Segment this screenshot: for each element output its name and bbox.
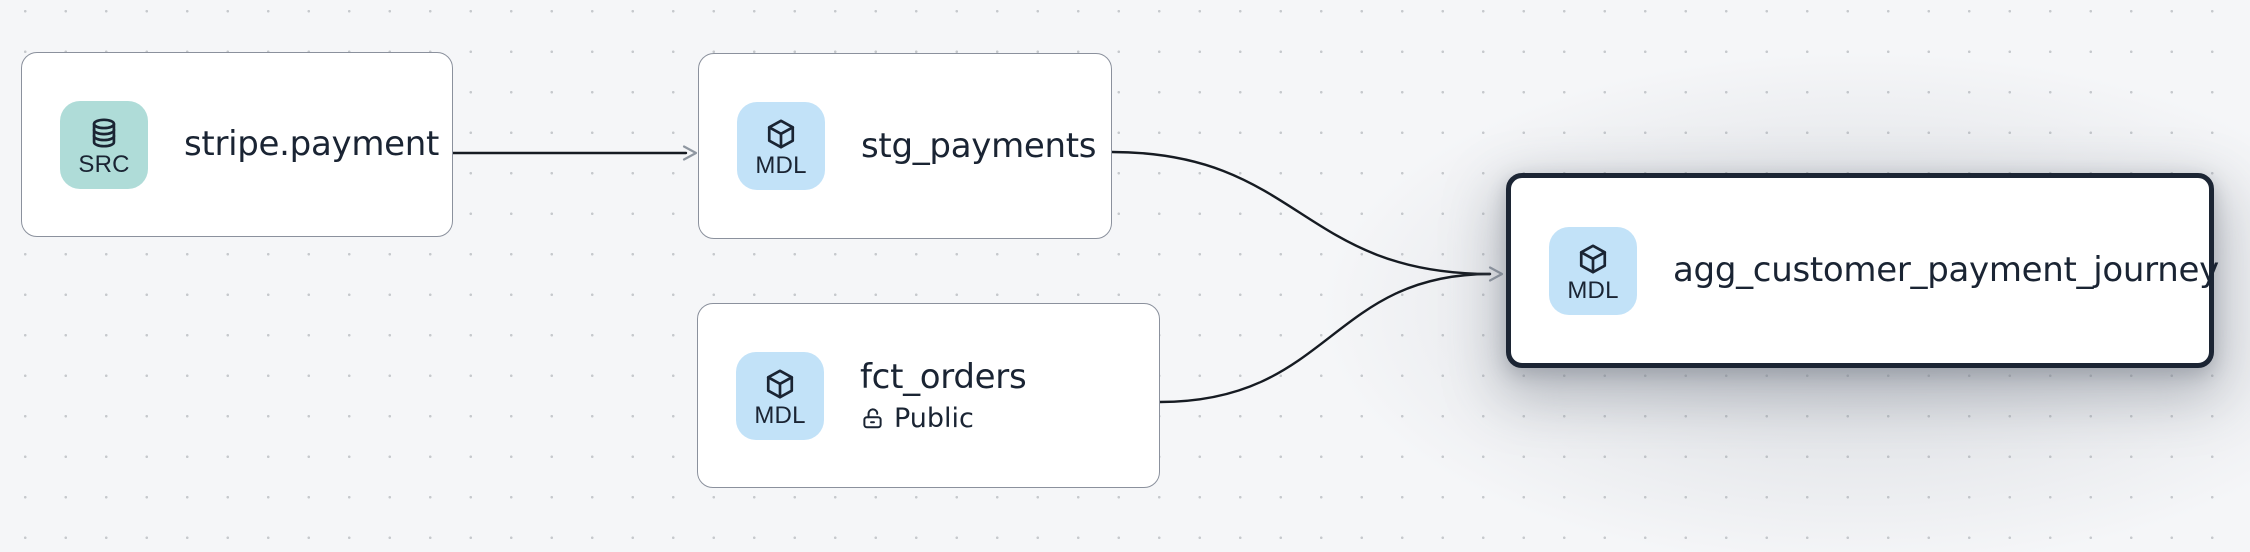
model-badge: MDL [736,351,824,440]
arrowhead-icon [1488,266,1504,282]
badge-label: MDL [754,401,806,429]
node-agg-customer-payment-journey[interactable]: MDL agg_customer_payment_journey [1506,173,2219,368]
cube-icon [767,119,795,149]
access-label: Public [860,404,1026,434]
access-text: Public [894,403,974,435]
node-title: stripe.payment [184,124,440,165]
edge-fct-orders-to-agg-customer-payment-journey [1158,272,1492,404]
node-stripe-payment[interactable]: SRC stripe.payment [21,52,453,237]
badge-label: SRC [78,150,130,178]
arrowhead-icon [682,145,698,161]
node-title: agg_customer_payment_journey [1673,250,2219,291]
edge-stg-payments-to-agg-customer-payment-journey [1110,150,1492,276]
badge-label: MDL [755,152,807,180]
badge-label: MDL [1567,276,1619,304]
model-badge: MDL [1549,226,1637,315]
model-badge: MDL [737,102,825,190]
node-title: stg_payments [861,125,1097,166]
cube-icon [1579,244,1607,274]
database-icon [92,118,116,148]
node-stg-payments[interactable]: MDL stg_payments [698,53,1112,239]
lock-open-icon [863,408,882,429]
source-badge: SRC [60,100,148,189]
node-fct-orders[interactable]: MDL fct_orders Public [697,303,1160,488]
cube-icon [766,369,794,399]
node-title: fct_orders [860,357,1027,398]
